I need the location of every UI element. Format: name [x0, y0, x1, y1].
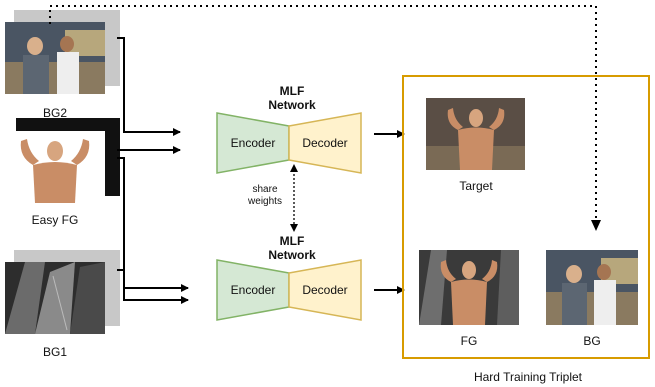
bottom-encoder-label: Encoder — [230, 283, 276, 297]
bg1-photo — [5, 262, 105, 334]
bottom-network-title-line2: Network — [268, 248, 316, 262]
bg2-photo — [5, 22, 105, 94]
target-photo — [426, 98, 525, 170]
bg2-to-network-arrow — [117, 37, 181, 136]
triplet-bg-label: BG — [583, 334, 601, 348]
bottom-network-title: MLF Network — [252, 234, 332, 262]
top-network-title: MLF Network — [252, 84, 332, 112]
bg2-to-triplet-bg-dotted-arrow — [49, 5, 597, 222]
easy-fg-label: Easy FG — [31, 213, 79, 227]
bg1-to-network-arrow — [117, 269, 189, 304]
bg2-label: BG2 — [42, 106, 67, 120]
triplet-fg-label: FG — [460, 334, 478, 348]
triplet-bg-photo — [546, 250, 638, 325]
triplet-fg-photo — [419, 250, 519, 325]
top-encoder-label: Encoder — [230, 136, 276, 150]
bottom-network-title-line1: MLF — [279, 234, 305, 248]
hard-triplet-box — [402, 75, 650, 359]
bottom-decoder-label: Decoder — [302, 283, 348, 297]
share-weights-line1: share — [252, 184, 278, 195]
share-weights-label: share weights — [240, 184, 290, 208]
target-label: Target — [459, 179, 493, 193]
top-network-title-line2: Network — [268, 98, 316, 112]
bottom-decoder-shape — [288, 259, 362, 321]
share-weights-line2: weights — [248, 196, 282, 207]
top-network-title-line1: MLF — [279, 84, 305, 98]
easy-fg-photo — [5, 131, 105, 203]
bg1-label: BG1 — [42, 345, 67, 359]
top-decoder-label: Decoder — [302, 136, 348, 150]
triplet-caption: Hard Training Triplet — [473, 370, 583, 384]
fg-to-bottom-network-arrow — [117, 157, 189, 292]
top-decoder-shape — [288, 112, 362, 174]
